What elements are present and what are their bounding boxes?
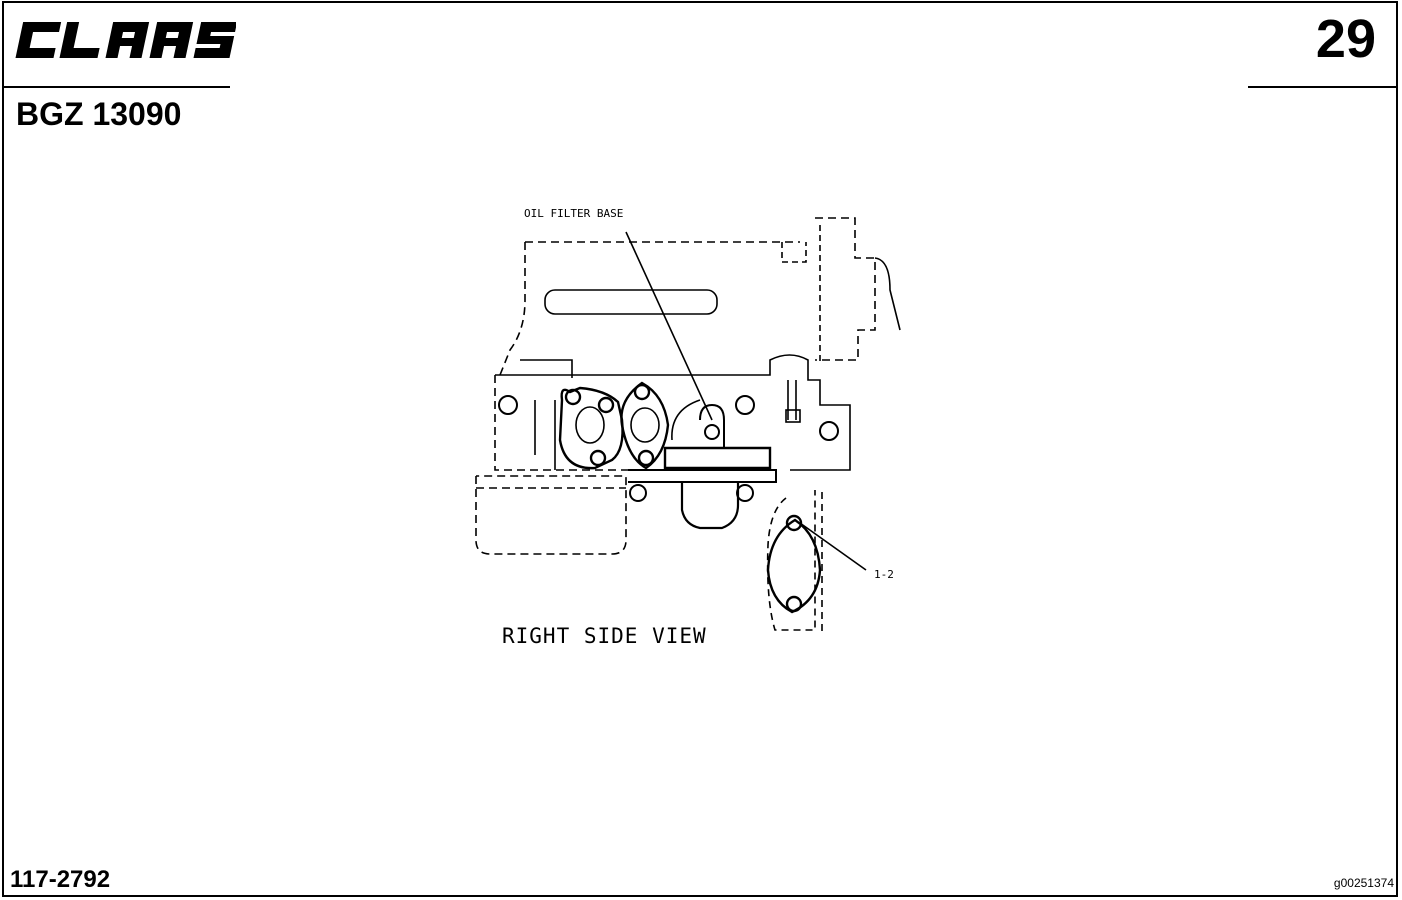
image-id: g00251374 — [1333, 876, 1394, 890]
document-code: BGZ 13090 — [16, 96, 182, 132]
header-rule-right — [1248, 86, 1398, 88]
view-title: RIGHT SIDE VIEW — [502, 624, 707, 648]
page-number: 29 — [1315, 9, 1376, 69]
claas-logo — [10, 18, 238, 67]
header-rule-left — [2, 86, 230, 88]
oil-filter-base-label: OIL FILTER BASE — [524, 207, 623, 220]
callout-label: 1-2 — [874, 568, 894, 581]
part-number: 117-2792 — [10, 866, 111, 893]
